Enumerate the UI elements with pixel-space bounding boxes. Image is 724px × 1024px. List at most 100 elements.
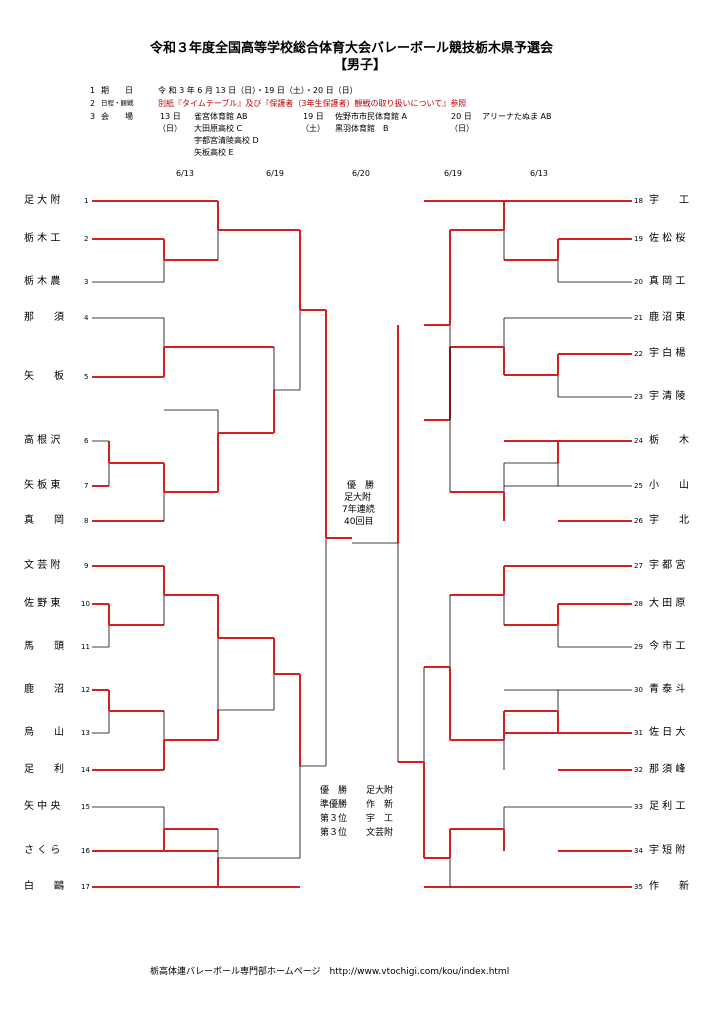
team-name: 宇 短 附 [649,845,686,856]
venue-19-weekday: （土） [301,124,325,133]
round-date: 6/19 [444,169,462,178]
venue-13-item: 大田原高校 C [194,124,243,133]
venue-13-weekday: （日） [158,124,182,133]
venue-19-item: 佐野市市民体育館 A [335,112,408,121]
team-number: 11 [81,643,90,651]
team-number: 7 [84,482,89,490]
venue-13-item: 矢板高校 E [194,148,234,157]
team-name: 真 岡 [24,515,64,526]
team-number: 9 [84,562,89,570]
team-number: 34 [634,847,643,855]
team-name: 馬 頭 [24,641,64,652]
team-number: 24 [634,437,643,445]
team-number: 33 [634,803,643,811]
page-title: 令和３年度全国高等学校総合体育大会バレーボール競技栃木県予選会 [150,41,554,56]
team-number: 12 [81,686,90,694]
result-team: 作 新 [366,800,394,810]
info-label-date: 期 日 [101,86,133,95]
team-number: 15 [81,803,90,811]
venue-19-item: 黒羽体育館 B [335,124,389,133]
team-number: 4 [84,314,89,322]
team-number: 5 [84,373,89,381]
team-name: 佐 日 大 [649,727,686,738]
result-team: 文芸附 [366,828,394,838]
team-name: 矢 中 央 [24,801,61,812]
team-name: 宇 北 [649,515,689,526]
team-number: 22 [634,350,643,358]
team-number: 13 [81,729,90,737]
team-name: 佐 松 桜 [649,233,686,244]
info-label-venue: 会 場 [101,112,133,121]
info-value-schedule: 別紙『タイムテーブル』及び『保護者（3年生保護者）観戦の取り扱いについて』参照 [158,99,467,108]
team-name: 鹿 沼 東 [649,312,686,323]
result-rank: 準優勝 [320,800,348,810]
team-name: 矢 板 東 [24,480,61,491]
venue-19-day: 19 日 [303,112,324,121]
team-number: 27 [634,562,643,570]
team-name: 栃 木 工 [24,233,61,244]
result-rank: 第３位 [320,814,348,824]
team-number: 35 [634,883,643,891]
result-rank: 第３位 [320,828,348,838]
result-team: 足大附 [366,786,394,796]
team-name: 青 泰 斗 [649,684,686,695]
venue-20-day: 20 日 [451,112,472,121]
team-number: 19 [634,235,643,243]
team-name: さ く ら [24,845,61,856]
team-name: 足 大 附 [24,195,61,206]
team-name: 那 須 [24,312,64,323]
team-number: 10 [81,600,90,608]
team-name: 小 山 [649,480,689,491]
info-num-1: 1 [90,86,96,95]
team-number: 29 [634,643,643,651]
team-name: 宇 白 楊 [649,348,686,359]
team-number: 21 [634,314,643,322]
champion-count: 40回目 [344,517,374,527]
team-number: 14 [81,766,90,774]
team-name: 宇 都 宮 [649,560,686,571]
round-date: 6/13 [176,169,194,178]
team-name: 真 岡 工 [649,276,686,287]
team-name: 佐 野 東 [24,598,61,609]
venue-13-item: 宇都宮清陵高校 D [194,136,259,145]
team-number: 25 [634,482,643,490]
team-name: 高 根 沢 [24,435,61,446]
team-name: 大 田 原 [649,598,686,609]
team-name: 烏 山 [24,727,64,738]
team-number: 31 [634,729,643,737]
info-value-date: 令 和 3 年 6 月 13 日（日）・19 日（土）・20 日（日） [158,86,358,95]
footer-link[interactable]: 栃高体連バレーボール専門部ホームページ http://www.vtochigi.… [150,967,510,977]
result-rank: 優 勝 [320,786,348,796]
team-number: 16 [81,847,90,855]
info-num-3: 3 [90,112,96,121]
team-name: 栃 木 農 [24,276,61,287]
team-number: 28 [634,600,643,608]
round-date: 6/20 [352,169,370,178]
venue-13-day: 13 日 [160,112,181,121]
champion-team: 足大附 [344,493,372,503]
page-subtitle: 【男子】 [334,58,387,73]
team-number: 6 [84,437,89,445]
team-number: 3 [84,278,89,286]
team-name: 足 利 工 [649,801,686,812]
champion-streak: 7年連続 [342,505,375,515]
team-number: 30 [634,686,643,694]
info-label-schedule: 日程・観戦 [101,99,134,107]
team-number: 2 [84,235,89,243]
team-number: 26 [634,517,643,525]
team-name: 栃 木 [649,435,689,446]
round-date: 6/13 [530,169,548,178]
team-name: 那 須 峰 [649,764,686,775]
venue-20-item: アリーナたぬま AB [482,112,552,121]
team-number: 17 [81,883,90,891]
team-name: 矢 板 [24,371,64,382]
venue-20-weekday: （日） [450,124,474,133]
info-num-2: 2 [90,99,96,108]
venue-13-item: 雀宮体育館 AB [194,112,248,121]
team-name: 今 市 工 [649,641,686,652]
team-name: 白 鷗 [24,881,64,892]
team-name: 鹿 沼 [24,684,64,695]
round-date: 6/19 [266,169,284,178]
team-number: 23 [634,393,643,401]
